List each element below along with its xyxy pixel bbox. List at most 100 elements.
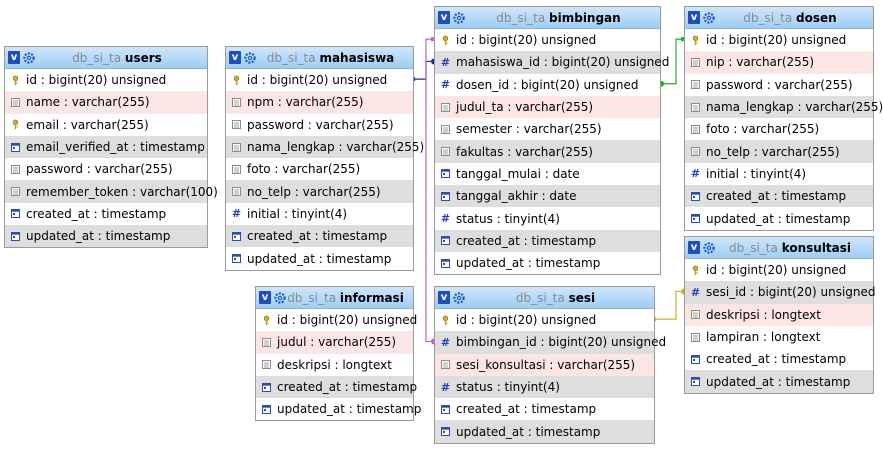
column-icon (440, 146, 451, 157)
table-row[interactable]: id : bigint(20) unsigned (256, 309, 417, 331)
gear-icon[interactable] (23, 51, 35, 64)
table-row[interactable]: email : varchar(255) (5, 114, 207, 136)
table-row[interactable]: created_at : timestamp (685, 348, 873, 370)
toggle-icon[interactable]: v (8, 51, 20, 64)
gear-icon[interactable] (274, 291, 286, 304)
table-header[interactable]: v db_si_ta users (5, 47, 207, 69)
table-row[interactable]: email_verified_at : timestamp (5, 135, 207, 159)
table-row[interactable]: #sesi_id : bigint(20) unsigned (685, 281, 876, 304)
table-row[interactable]: #initial : tinyint(4) (685, 163, 873, 185)
table-row[interactable]: deskripsi : longtext (256, 354, 413, 376)
table-row[interactable]: #dosen_id : bigint(20) unsigned (435, 74, 660, 96)
field-label: nama_lengkap : varchar(255) (247, 140, 425, 155)
table-row[interactable]: id : bigint(20) unsigned (226, 69, 413, 91)
toggle-icon[interactable]: v (688, 11, 700, 24)
column-icon (690, 146, 701, 157)
table-row[interactable]: created_at : timestamp (226, 225, 413, 248)
table-row[interactable]: deskripsi : longtext (685, 303, 873, 326)
table-row[interactable]: updated_at : timestamp (685, 207, 873, 229)
table-row[interactable]: updated_at : timestamp (5, 225, 207, 248)
table-row[interactable]: judul : varchar(255) (256, 331, 413, 354)
datetime-icon (690, 376, 701, 387)
table-row[interactable]: updated_at : timestamp (685, 370, 873, 393)
toggle-icon[interactable]: v (438, 11, 450, 24)
table-row[interactable]: created_at : timestamp (435, 398, 654, 420)
number-icon: # (440, 55, 451, 69)
gear-icon[interactable] (453, 11, 465, 24)
datetime-icon (440, 235, 451, 246)
column-icon (10, 186, 21, 197)
field-label: sesi_konsultasi : varchar(255) (456, 357, 636, 372)
table-row[interactable]: #status : tinyint(4) (435, 207, 660, 229)
toggle-icon[interactable]: v (259, 291, 271, 304)
table-row[interactable]: id : bigint(20) unsigned (685, 259, 873, 281)
table-row[interactable]: updated_at : timestamp (226, 247, 413, 269)
table-row[interactable]: nip : varchar(255) (685, 51, 873, 74)
table-row[interactable]: nama_lengkap : varchar(255) (226, 135, 424, 159)
table-row[interactable]: updated_at : timestamp (435, 420, 654, 443)
toggle-icon[interactable]: v (229, 51, 241, 64)
table-row[interactable]: nama_lengkap : varchar(255) (685, 95, 883, 119)
gear-icon[interactable] (244, 51, 256, 64)
table-row[interactable]: tanggal_mulai : date (435, 163, 660, 185)
table-row[interactable]: updated_at : timestamp (256, 398, 421, 420)
field-label: updated_at : timestamp (247, 251, 392, 266)
table-row[interactable]: #status : tinyint(4) (435, 375, 654, 399)
datetime-icon (690, 354, 701, 365)
gear-icon[interactable] (453, 291, 465, 304)
column-icon (231, 97, 242, 108)
table-row[interactable]: created_at : timestamp (5, 203, 207, 225)
gear-icon[interactable] (703, 241, 715, 254)
gear-icon[interactable] (703, 11, 715, 24)
table-users[interactable]: v db_si_ta users id : bigint(20) unsigned n… (4, 46, 218, 249)
field-label: updated_at : timestamp (706, 211, 851, 226)
table-title: db_si_ta users (35, 51, 207, 65)
table-row[interactable]: judul_ta : varchar(255) (435, 95, 660, 119)
toggle-icon[interactable]: v (688, 241, 700, 254)
table-row[interactable]: password : varchar(255) (685, 74, 873, 96)
field-label: created_at : timestamp (277, 380, 418, 395)
table-row[interactable]: no_telp : varchar(255) (226, 180, 413, 203)
table-row[interactable]: id : bigint(20) unsigned (435, 29, 660, 51)
table-row[interactable]: no_telp : varchar(255) (685, 140, 873, 163)
table-row[interactable]: lampiran : longtext (685, 326, 873, 348)
table-row[interactable]: tanggal_akhir : date (435, 185, 660, 208)
table-row[interactable]: #bimbingan_id : bigint(20) unsigned (435, 331, 666, 354)
table-row[interactable]: password : varchar(255) (226, 114, 413, 136)
table-row[interactable]: sesi_konsultasi : varchar(255) (435, 353, 654, 376)
table-row[interactable]: created_at : timestamp (435, 229, 660, 252)
table-row[interactable]: #mahasiswa_id : bigint(20) unsigned (435, 51, 669, 74)
table-row[interactable]: created_at : timestamp (256, 375, 417, 399)
table-row[interactable]: foto : varchar(255) (685, 118, 873, 140)
table-row[interactable]: foto : varchar(255) (226, 158, 413, 180)
toggle-icon[interactable]: v (438, 291, 450, 304)
table-row[interactable]: updated_at : timestamp (435, 252, 660, 274)
table-row[interactable]: name : varchar(255) (5, 91, 207, 114)
schema-prefix: db_si_ta (287, 290, 337, 305)
field-label: id : bigint(20) unsigned (26, 73, 167, 88)
number-icon: # (440, 78, 451, 92)
table-row[interactable]: id : bigint(20) unsigned (435, 309, 654, 331)
table-row[interactable]: password : varchar(255) (5, 158, 207, 180)
table-row[interactable]: #initial : tinyint(4) (226, 203, 413, 225)
table-row[interactable]: created_at : timestamp (685, 185, 873, 208)
table-row[interactable]: fakultas : varchar(255) (435, 140, 660, 163)
table-row[interactable]: remember_token : varchar(100) (5, 180, 218, 203)
table-row[interactable]: id : bigint(20) unsigned (5, 69, 207, 91)
table-row[interactable]: semester : varchar(255) (435, 118, 660, 140)
table-row[interactable]: id : bigint(20) unsigned (685, 29, 873, 51)
table-row[interactable]: npm : varchar(255) (226, 91, 413, 114)
